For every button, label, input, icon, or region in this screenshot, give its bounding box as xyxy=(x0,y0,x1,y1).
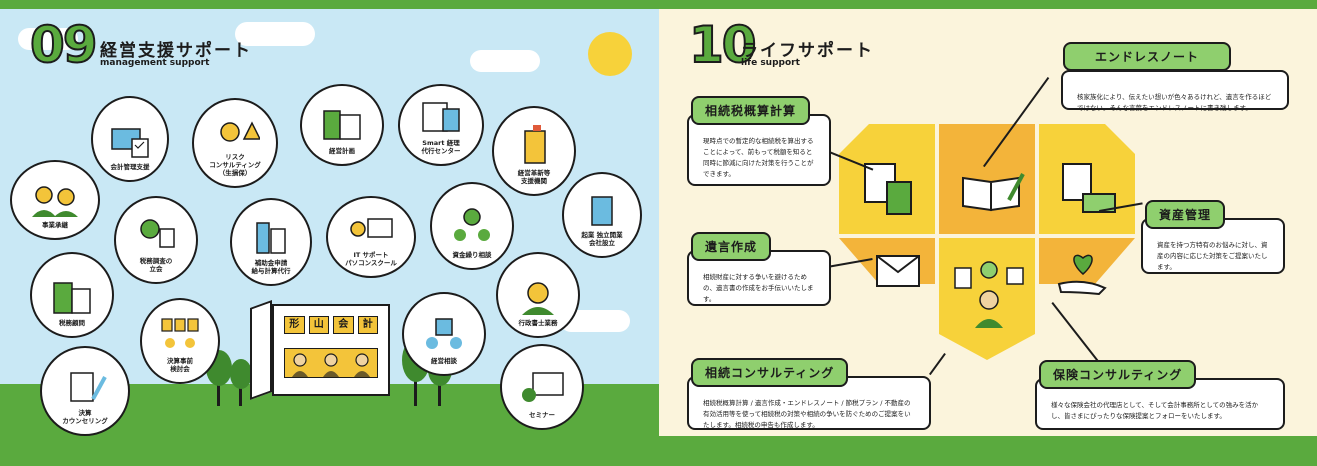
card-endless-note[interactable]: 核家族化により、伝えたい想いが色々あるけれど、遺言を作るほどではない。そんな言葉… xyxy=(1061,70,1289,112)
bubble-smart-keiri[interactable]: Smart 経理 代行センター xyxy=(398,84,484,166)
bubble-accounting-support[interactable]: 会計管理支援 xyxy=(91,96,169,182)
two-people-icon xyxy=(32,186,78,217)
bubble-label: 資金繰り相談 xyxy=(452,250,492,259)
binder-calculator-icon xyxy=(256,222,286,254)
bubble-it-support[interactable]: IT サポート パソコンスクール xyxy=(326,196,416,278)
bubble-succession[interactable]: 事業承継 xyxy=(10,160,100,240)
clipboard-pen-icon xyxy=(70,372,107,402)
bubble-administrative-scrivener[interactable]: 行政書士業務 xyxy=(496,252,580,338)
section-number: 09 xyxy=(29,16,99,74)
person-clipboard-icon xyxy=(140,219,175,248)
documents-people-icon xyxy=(161,318,199,348)
staff-icon xyxy=(292,353,309,377)
section-number: 10 xyxy=(688,16,758,74)
card-body: 様々な保険会社の代理店として、そして会計事務所としての強みを活かし、皆さまにぴっ… xyxy=(1051,401,1259,421)
card-body: 資産を持つ方特有のお悩みに対し、資産の内容に応じた対策をご提案いたします。 xyxy=(1157,241,1268,272)
card-title: エンドレスノート xyxy=(1063,42,1231,71)
section-title: 経営支援サポート xyxy=(100,41,252,61)
building-document-icon xyxy=(323,110,361,140)
bubble-business-plan[interactable]: 経営計画 xyxy=(300,84,384,166)
sign-char: 計 xyxy=(357,316,378,334)
section-title: ライフサポート xyxy=(741,41,874,61)
building-chart-icon xyxy=(53,282,91,314)
yen-people-icon xyxy=(454,208,490,241)
office-signboard: 形 山 会 計 xyxy=(284,316,378,334)
computer-icon xyxy=(111,128,149,158)
bubble-label: 税務顧問 xyxy=(59,318,85,327)
envelope-icon xyxy=(876,255,920,287)
staff-icon xyxy=(322,353,339,377)
card-body: 現時点での暫定的な相続税を算出することによって、前もって税額を知ると同時に節減に… xyxy=(703,137,814,179)
card-title: 相続コンサルティング xyxy=(691,358,849,387)
bubble-label: セミナー xyxy=(529,410,555,419)
bubble-seminar[interactable]: セミナー xyxy=(500,344,584,430)
section-subtitle: management support xyxy=(100,58,210,68)
sun-icon xyxy=(588,32,632,76)
bubble-closing-counseling[interactable]: 決算 カウンセリング xyxy=(40,346,130,436)
open-book-icon xyxy=(962,173,1025,212)
right-page: 10 ライフサポート life support 08 現時点での暫定的な相続税を… xyxy=(659,0,1317,466)
office-tower-icon xyxy=(524,124,546,164)
cloud-2 xyxy=(235,22,315,46)
card-title: 遺言作成 xyxy=(691,232,772,261)
bubble-label: 会計管理支援 xyxy=(110,162,150,171)
right-footer-strip xyxy=(659,430,1317,436)
bubble-label: 経営計画 xyxy=(329,146,355,155)
left-page: 09 経営支援サポート management support 07 形 山 会 … xyxy=(0,0,659,466)
bubble-label: 経営革新等 支援機関 xyxy=(517,168,551,185)
bubble-label: 決算事前 検討会 xyxy=(167,356,193,373)
bubble-label: 補助金申請 給与計算代行 xyxy=(251,258,291,275)
bubble-cash-flow[interactable]: 資金繰り相談 xyxy=(430,182,514,270)
bubble-tax-advisor[interactable]: 税務顧問 xyxy=(30,252,114,338)
bubble-label: 起業 独立開業 会社設立 xyxy=(581,230,623,247)
bubble-startup[interactable]: 起業 独立開業 会社設立 xyxy=(562,172,642,258)
cloud-1 xyxy=(18,28,78,50)
card-title: 相続税概算計算 xyxy=(691,96,811,125)
consultant-icon xyxy=(954,261,1024,328)
document-calculator-icon xyxy=(422,102,460,132)
bubble-label: 税務調査の 立会 xyxy=(139,256,173,273)
bubble-pre-closing[interactable]: 決算事前 検討会 xyxy=(140,298,220,384)
bubble-label: 決算 カウンセリング xyxy=(62,408,108,425)
section-subtitle: life support xyxy=(741,58,800,68)
bubble-tax-audit[interactable]: 税務調査の 立会 xyxy=(114,196,198,284)
building-people-icon xyxy=(426,318,462,349)
bubble-risk-consulting[interactable]: リスク コンサルティング （生損保） xyxy=(192,98,278,188)
heart-hand-icon xyxy=(1057,254,1107,296)
office-window xyxy=(284,348,378,378)
seminar-board-icon xyxy=(522,372,564,402)
bubble-subsidy-payroll[interactable]: 補助金申請 給与計算代行 xyxy=(230,198,312,286)
sign-char: 形 xyxy=(284,316,305,334)
cloud-3 xyxy=(470,50,540,72)
bottom-bar xyxy=(0,436,1317,466)
sign-char: 会 xyxy=(333,316,354,334)
card-title: 保険コンサルティング xyxy=(1039,360,1197,389)
scrivener-icon xyxy=(522,282,554,315)
presenter-icon xyxy=(350,218,393,238)
card-title: 資産管理 xyxy=(1145,200,1226,229)
bubble-label: 事業承継 xyxy=(42,220,68,229)
staff-icon xyxy=(353,353,370,377)
card-body: 核家族化により、伝えたい想いが色々あるけれど、遺言を作るほどではない。そんな言葉… xyxy=(1077,93,1272,113)
office-side xyxy=(250,299,272,401)
calculator-document-icon xyxy=(864,163,912,215)
bubble-innovation-support[interactable]: 経営革新等 支援機関 xyxy=(492,106,576,196)
card-body: 相続税概算計算 / 遺言作成・エンドレスノート / 節税プラン / 不動産の有効… xyxy=(703,399,911,430)
cloud-4 xyxy=(560,310,630,332)
bubble-label: リスク コンサルティング （生損保） xyxy=(209,152,261,177)
bubble-label: 行政書士業務 xyxy=(518,318,558,327)
sign-char: 山 xyxy=(308,316,329,334)
sparkle-building-icon xyxy=(591,196,613,226)
building-money-icon xyxy=(1062,163,1116,213)
card-body: 相続財産に対する争いを避けるための、遺言書の作成をお手伝いいたします。 xyxy=(703,273,814,304)
bubble-label: 経営相談 xyxy=(431,356,457,365)
consultant-warning-icon xyxy=(220,120,260,142)
bubble-label: IT サポート パソコンスクール xyxy=(345,250,397,267)
top-bar xyxy=(0,0,1317,9)
bubble-management-consulting[interactable]: 経営相談 xyxy=(402,292,486,376)
office-building: 形 山 会 計 xyxy=(250,299,390,401)
bubble-label: Smart 経理 代行センター xyxy=(421,138,461,155)
